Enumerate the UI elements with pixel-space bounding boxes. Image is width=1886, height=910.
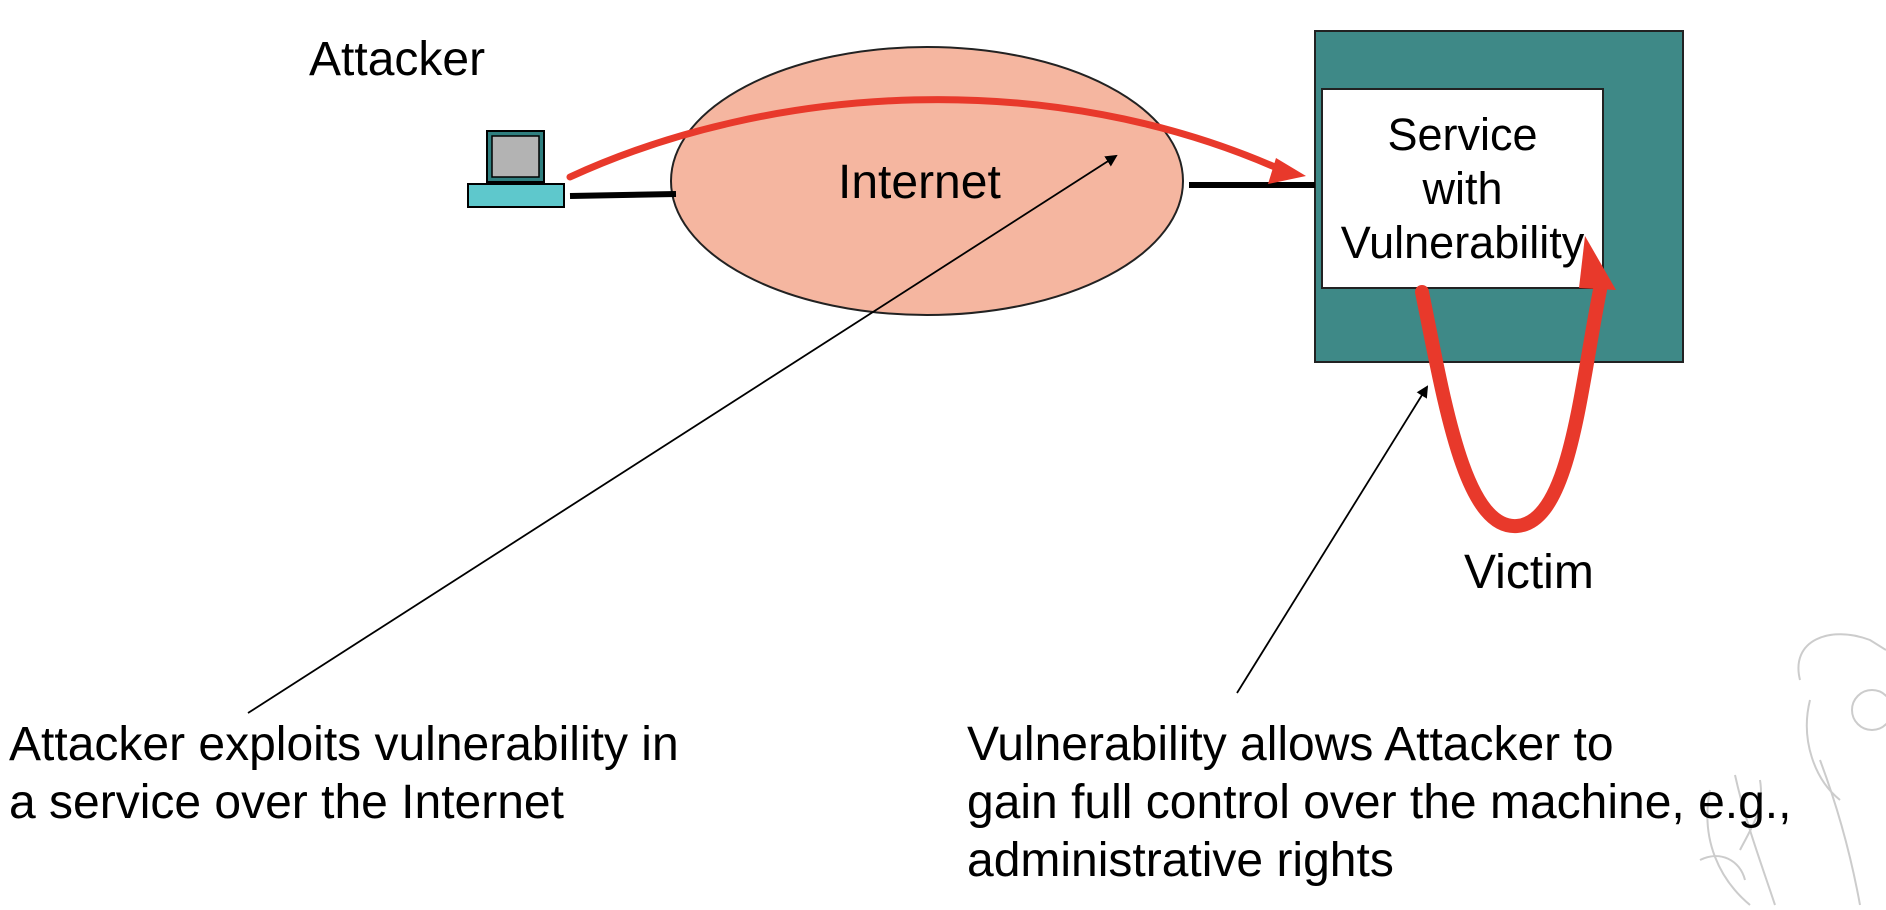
exploit-arrowhead [1268,158,1306,184]
left-caption-line: a service over the Internet [9,776,564,829]
computer-icon [467,130,565,208]
service-box [1321,88,1604,289]
right-callout-pointer [1236,385,1429,694]
right-caption-line: Vulnerability allows Attacker to [967,718,1614,771]
service-label: Service with Vulnerability [1322,108,1603,270]
internet-cloud [670,46,1184,316]
victim-label: Victim [1464,546,1594,599]
exploit-arrow [566,96,1290,181]
left-caption-line: Attacker exploits vulnerability in [9,718,679,771]
right-caption-line: gain full control over the machine, e.g.… [967,776,1792,829]
mascot-watermark [1699,633,1886,906]
escalation-arrowhead [1579,236,1616,290]
service-label-line: with [1422,163,1503,214]
service-label-line: Vulnerability [1340,217,1585,268]
service-label-line: Service [1387,109,1538,160]
right-caption: Vulnerability allows Attacker to gain fu… [967,716,1791,890]
right-caption-line: administrative rights [967,834,1394,887]
attacker-internet-link [569,191,677,199]
left-caption: Attacker exploits vulnerability in a ser… [9,716,679,832]
escalation-loop-arrow [1415,283,1607,533]
left-callout-pointer [247,154,1118,714]
attacker-label: Attacker [309,33,486,86]
internet-label: Internet [838,156,1001,209]
